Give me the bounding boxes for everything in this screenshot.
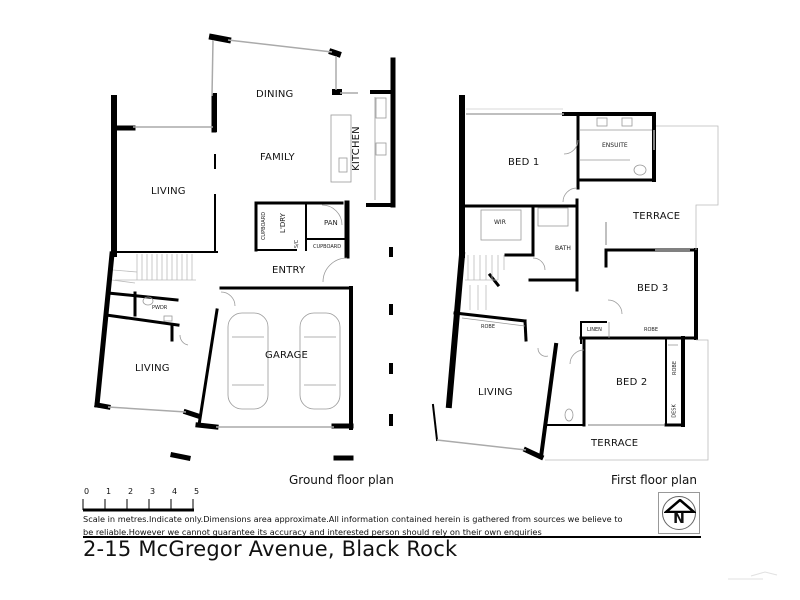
scale-tick-2: 2 [128, 487, 134, 496]
scale-tick-4: 4 [172, 487, 178, 496]
ground-floor-windows [107, 39, 358, 428]
room-label-entry: ENTRY [272, 265, 306, 276]
scale-tick-0: 0 [84, 487, 90, 496]
room-label-terrace-upper: TERRACE [633, 211, 681, 222]
first-floor-terrace-outlines [545, 125, 719, 461]
room-label-terrace-lower: TERRACE [591, 438, 639, 449]
compass-north-label: N [673, 511, 685, 527]
first-floor-windows [436, 108, 690, 451]
room-label-laundry: L'DRY [278, 213, 287, 233]
compass-circle [662, 496, 696, 530]
disclaimer-text: Scale in metres.Indicate only.Dimensions… [83, 513, 643, 539]
room-label-sc: S/C [294, 239, 301, 249]
first-floor-fixtures [461, 117, 678, 422]
north-arrow-icon [664, 499, 696, 513]
ground-floor-fixtures [111, 97, 387, 410]
room-label-desk: DESK [671, 404, 678, 418]
room-label-robe-living: ROBE [481, 324, 495, 330]
disclaimer-line-2: be reliable.However we cannot guarantee … [83, 527, 542, 537]
ground-floor-title: Ground floor plan [289, 473, 394, 487]
room-label-bed3: BED 3 [637, 283, 669, 294]
room-label-powder: PWDR [152, 305, 168, 311]
north-compass: N [658, 492, 700, 534]
scale-bar [82, 499, 194, 512]
room-label-dining: DINING [256, 89, 294, 100]
scale-tick-5: 5 [194, 487, 200, 496]
room-label-living-ground-upper: LIVING [151, 186, 186, 197]
room-label-pantry: PAN [324, 219, 338, 227]
first-floor-title: First floor plan [611, 473, 697, 487]
scale-bar-labels: 0 1 2 3 4 5 [84, 487, 204, 497]
room-label-wir: WIR [494, 219, 506, 226]
room-label-robe-bed3: ROBE [644, 327, 658, 333]
room-label-cupboard-2: CUPBOARD [313, 244, 342, 250]
room-label-bed2: BED 2 [616, 377, 648, 388]
room-label-robe-bed2: ROBE [672, 361, 678, 375]
room-label-living-first: LIVING [478, 387, 513, 398]
room-label-bed1: BED 1 [508, 157, 540, 168]
room-label-kitchen: KITCHEN [350, 126, 362, 171]
room-label-garage: GARAGE [265, 350, 309, 361]
room-label-bath: BATH [555, 245, 571, 252]
room-label-ensuite: ENSUITE [602, 142, 628, 149]
room-label-cupboard-1: CUPBOARD [261, 211, 268, 241]
room-label-linen: LINEN [587, 327, 602, 333]
disclaimer-line-1: Scale in metres.Indicate only.Dimensions… [83, 514, 623, 524]
address-divider [83, 536, 701, 538]
ground-floor-walls [94, 33, 396, 461]
room-label-family: FAMILY [260, 152, 295, 163]
scale-tick-3: 3 [150, 487, 156, 496]
first-floor-walls [431, 95, 698, 461]
room-label-living-ground-lower: LIVING [135, 363, 170, 374]
scale-tick-1: 1 [106, 487, 112, 496]
watermark-logo [728, 571, 778, 580]
property-address: 2-15 McGregor Avenue, Black Rock [83, 537, 458, 561]
